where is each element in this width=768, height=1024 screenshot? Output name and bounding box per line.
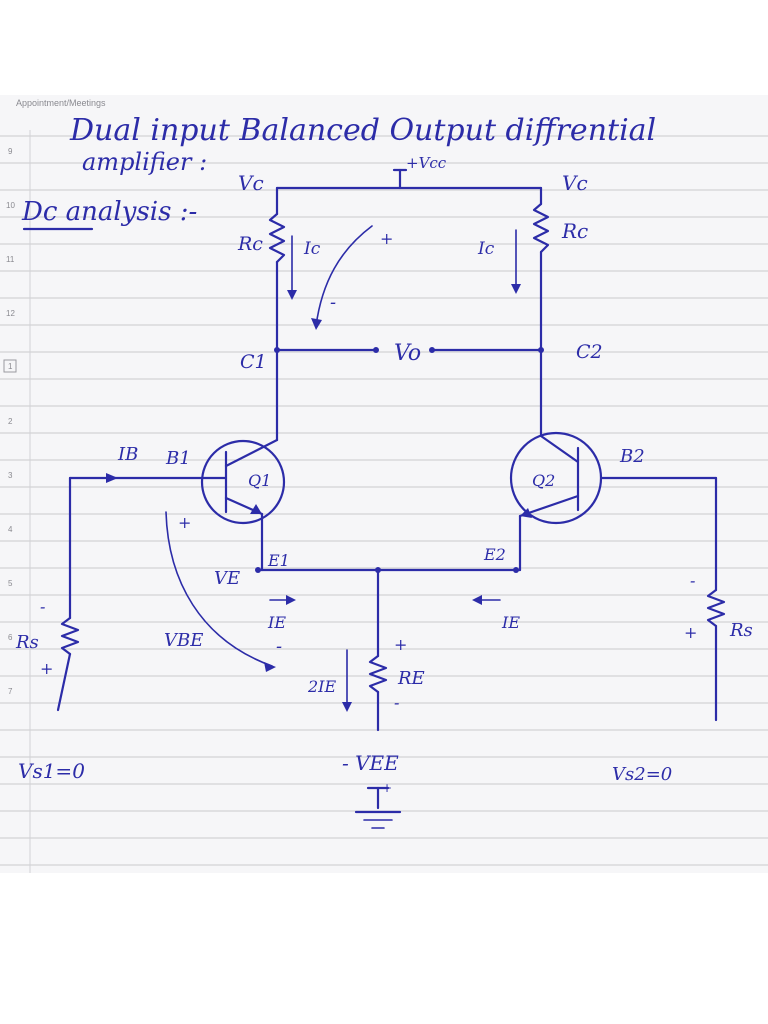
left-rc-resistor (268, 212, 286, 264)
line-number: 2 (8, 417, 13, 426)
vo-right-node (429, 347, 435, 353)
ie-right-arrowhead (472, 595, 482, 605)
vs1-label: Vs1=0 (18, 759, 85, 783)
loop-plus-sign: + (380, 229, 393, 248)
line-numbers: 9 10 11 12 1 2 3 4 5 6 7 (3, 147, 17, 696)
rc-left-label: Rc (237, 233, 263, 255)
q1-transistor-body (200, 439, 286, 525)
ruled-lines (0, 135, 768, 866)
vo-label: Vo (394, 341, 421, 366)
vbe-loop-arrow (165, 511, 273, 667)
q2-collector-lead (539, 434, 580, 464)
re-minus-sign: - (394, 693, 399, 712)
circuit-labels: +Vcc Vc Vc Rc Rc Ic Ic + - C1 Vo C2 IB B… (15, 154, 753, 795)
ic-right-label: Ic (477, 239, 495, 259)
rs-right-plus-sign: + (684, 623, 697, 642)
rs-right-label: Rs (729, 620, 753, 641)
line-number: 12 (6, 309, 15, 318)
c1-label: C1 (240, 351, 267, 373)
collector-loop-arrowhead (311, 318, 322, 330)
ie-left-arrowhead (286, 595, 296, 605)
q2-label: Q2 (532, 471, 555, 490)
vs2-label: Vs2=0 (612, 764, 672, 785)
ie-left-label: IE (267, 613, 286, 632)
ib-arrowhead (106, 473, 118, 483)
vcc-label: +Vcc (406, 154, 447, 172)
q1-label: Q1 (248, 471, 271, 490)
line-number: 11 (6, 255, 15, 264)
rs-right-minus-sign: - (690, 571, 695, 590)
right-rs-resistor (706, 588, 726, 628)
re-label: RE (397, 668, 425, 689)
vc-right-label: Vc (562, 171, 588, 195)
b2-label: B2 (619, 446, 645, 467)
re-plus-sign: + (394, 635, 407, 654)
c1-node (274, 347, 280, 353)
ic-left-arrowhead (287, 290, 297, 300)
ve-label: VE (214, 568, 240, 589)
rc-right-label: Rc (561, 219, 588, 243)
collector-loop-arrow (315, 225, 373, 327)
loop-minus-sign: - (330, 292, 336, 313)
line-number: 7 (8, 687, 13, 696)
re-resistor (368, 654, 388, 694)
left-rs-resistor (60, 616, 80, 656)
section-heading: Dc analysis :- (21, 197, 197, 227)
line-number: 10 (6, 201, 15, 210)
b1-label: B1 (165, 448, 191, 469)
line-number: 9 (8, 147, 13, 156)
two-ie-arrowhead (342, 702, 352, 712)
c2-label: C2 (576, 341, 603, 363)
rs-left-minus-sign: - (40, 597, 45, 616)
vbe-label: VBE (164, 630, 203, 651)
page-header: Appointment/Meetings (16, 98, 106, 108)
rs-left-plus-sign: + (40, 659, 53, 678)
ib-label: IB (117, 444, 138, 465)
page-marker-box (3, 359, 17, 373)
line-number: 1 (8, 362, 13, 371)
left-source-lower-wire (56, 652, 72, 712)
vo-left-node (373, 347, 379, 353)
vbe-minus-sign: - (276, 636, 282, 657)
notebook-paper: Appointment/Meetings 9 10 11 12 1 2 3 4 … (0, 95, 768, 873)
q1-emitter-arrow (250, 504, 262, 514)
e1-label: E1 (267, 551, 290, 570)
two-ie-label: 2IE (307, 677, 337, 696)
c2-node (538, 347, 544, 353)
title-block: Dual input Balanced Output diffrential a… (21, 113, 656, 231)
vbe-loop-arrowhead (264, 662, 276, 672)
q1-collector-lead (224, 438, 279, 468)
vbe-plus-sign: + (178, 513, 191, 532)
ie-right-label: IE (501, 613, 520, 632)
current-arrows (165, 225, 521, 712)
line-number: 3 (8, 471, 13, 480)
e2-label: E2 (483, 545, 506, 564)
q2-emitter-arrow (520, 508, 532, 518)
vee-label: - VEE (342, 751, 399, 775)
ve-node (255, 567, 261, 573)
line-number: 4 (8, 525, 13, 534)
line-number: 5 (8, 579, 13, 588)
e2-node (513, 567, 519, 573)
ic-right-arrowhead (511, 284, 521, 294)
ic-left-label: Ic (303, 239, 321, 259)
vee-plus-sign: + (382, 781, 392, 795)
right-rc-resistor (532, 202, 550, 254)
title-line-2: amplifier : (82, 148, 207, 176)
rs-left-label: Rs (15, 632, 39, 653)
vc-left-label: Vc (238, 171, 264, 195)
title-line-1: Dual input Balanced Output diffrential (69, 113, 656, 148)
circuit-wiring (56, 168, 726, 829)
line-number: 6 (8, 633, 13, 642)
